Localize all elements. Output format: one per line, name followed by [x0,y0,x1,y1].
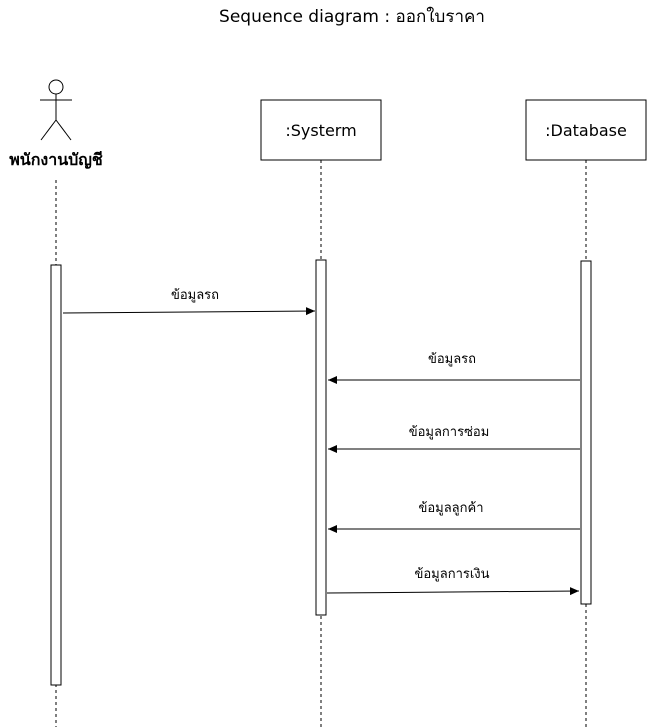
activation-bar-database [580,260,592,605]
message-label: ข้อมูลรถ [428,352,476,367]
system-box [260,99,382,161]
actor-stick-figure-icon [40,79,72,141]
participant-system: :Systerm [260,99,382,161]
message-label: ข้อมูลรถ [171,288,219,303]
message-arrow [62,307,316,316]
message-3: ข้อมูลการซ่อม [328,425,580,453]
participant-database: :Database [525,99,647,161]
message-4: ข้อมูลลูกค้า [328,501,580,533]
message-2: ข้อมูลรถ [328,352,580,384]
message-5: ข้อมูลการเงิน [326,567,580,596]
message-arrow [326,587,580,596]
participant-accountant: พนักงานบัญชี [9,79,103,170]
system-label: :Systerm [285,121,356,140]
message-label: ข้อมูลการเงิน [414,567,489,582]
message-label: ข้อมูลการซ่อม [409,425,490,440]
activation-bar-accountant [50,264,62,686]
database-box [525,99,647,161]
diagram-title: Sequence diagram : ออกใบราคา [219,6,485,27]
message-label: ข้อมูลลูกค้า [418,501,483,516]
actor-label: พนักงานบัญชี [9,150,103,170]
database-label: :Database [545,121,627,140]
activation-bar-system [315,259,327,616]
message-1: ข้อมูลรถ [62,288,316,316]
